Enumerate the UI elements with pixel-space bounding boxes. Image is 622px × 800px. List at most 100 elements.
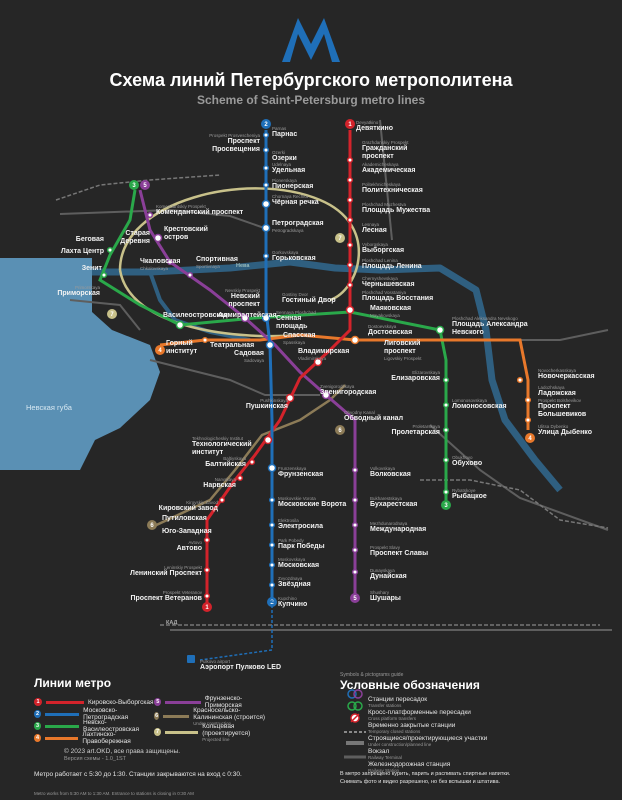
station-vasileostrovskaya[interactable]: Василеостровская	[163, 312, 228, 319]
symbols-legend-small-title: Symbols & pictograms guide	[340, 672, 404, 678]
station-staraya[interactable]: Старая Деревня	[120, 230, 150, 245]
station-putilovskaya[interactable]: Путиловская	[162, 515, 207, 522]
station-yugozapadnaya[interactable]: Юго-Западная	[162, 528, 212, 535]
station-krestovsky[interactable]: Крестовский остров	[164, 226, 208, 241]
rule-smoking: В метро запрещено курить, парить и распи…	[340, 771, 511, 777]
svg-text:3: 3	[444, 503, 448, 509]
page-title: Схема линий Петербургского метрополитена	[109, 70, 513, 90]
gulf-water	[0, 258, 160, 470]
station-dots	[100, 131, 532, 600]
line-ring	[118, 187, 361, 338]
station-begovaya[interactable]: Беговая	[75, 236, 104, 243]
station-teatralnaya[interactable]: Театральная	[210, 342, 255, 349]
station-gorny[interactable]: Горный институт	[166, 340, 198, 355]
station-zenit[interactable]: Зенит	[81, 265, 102, 272]
rule-photo: Снимать фото и видео разрешено, но без в…	[340, 779, 501, 785]
metro-rules: В метро запрещено курить, парить и распи…	[340, 770, 610, 786]
cross-platform-icon	[340, 710, 362, 720]
metro-logo	[282, 18, 340, 62]
station-lakhta[interactable]: Лахта Центр	[60, 248, 104, 255]
svg-text:7: 7	[338, 236, 342, 242]
svg-text:5: 5	[353, 596, 357, 602]
line-markers: 1 1 2 2 3 3 4 4 5 5 6 6 7 7	[107, 119, 535, 612]
station-admiralteyskaya[interactable]: Адмиралтейская	[218, 312, 277, 319]
hours-text: Метро работает с 5:30 до 1:30. Станции з…	[34, 771, 242, 778]
svg-text:6: 6	[150, 523, 154, 529]
svg-text:4: 4	[528, 436, 532, 442]
svg-text:3: 3	[132, 183, 136, 189]
svg-text:4: 4	[158, 348, 162, 354]
